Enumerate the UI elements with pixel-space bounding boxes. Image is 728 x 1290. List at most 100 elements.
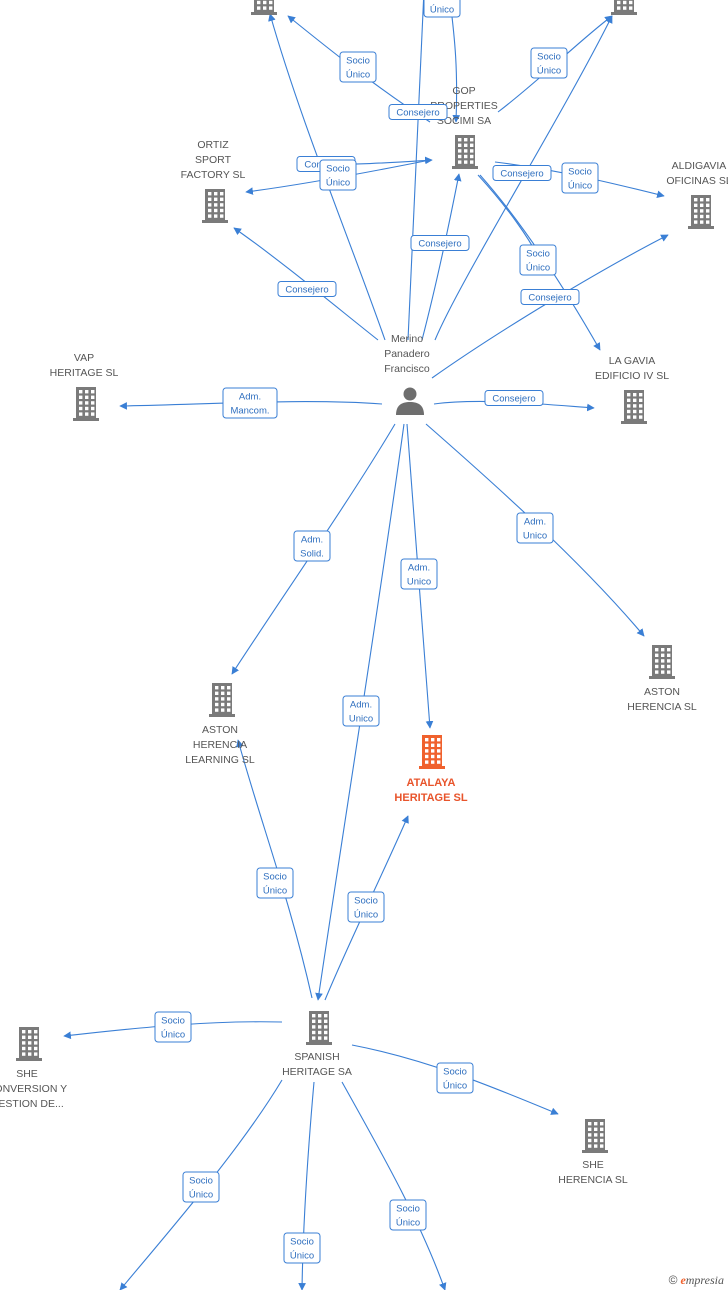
- relation-label-text: Consejero: [492, 394, 535, 405]
- relation-label[interactable]: Adm.Unico: [516, 512, 554, 544]
- company-name-line: HERENCIA SL: [627, 701, 697, 713]
- company-name-line: ALDIGAVIA: [672, 160, 727, 172]
- company-name-line: GOP: [452, 85, 475, 97]
- relation-label-text: Socio: [430, 0, 454, 2]
- building-icon: [16, 1027, 42, 1061]
- company-name-line: OFICINAS SL: [666, 175, 728, 187]
- relation-label[interactable]: Consejero: [410, 235, 470, 251]
- building-icon: [202, 189, 228, 223]
- relation-label-text: Consejero: [500, 169, 543, 180]
- relation-label[interactable]: Consejero: [492, 165, 552, 181]
- relation-label-box: [492, 165, 552, 181]
- relation-label-box: [423, 0, 461, 18]
- relation-label-box: [293, 530, 331, 562]
- company-name-line: SPORT: [195, 154, 232, 166]
- company-node-top-right[interactable]: [611, 0, 637, 15]
- relation-label[interactable]: Consejero: [277, 281, 337, 297]
- relation-label-text: Único: [326, 178, 350, 189]
- person-name-line: Panadero: [384, 348, 430, 360]
- relation-label-box: [277, 281, 337, 297]
- relation-label-box: [283, 1232, 321, 1264]
- relation-label-box: [319, 159, 357, 191]
- brand-initial: e: [680, 1273, 686, 1287]
- company-name-line: CONVERSION Y: [0, 1083, 67, 1095]
- company-node-aldigavia[interactable]: ALDIGAVIA OFICINAS SL: [666, 160, 728, 229]
- relation-label[interactable]: Consejero: [388, 104, 448, 120]
- relation-label-text: Socio: [568, 167, 592, 178]
- relation-label-box: [182, 1171, 220, 1203]
- labels-layer: SocioÚnicoSocioÚnicoConsejeroConsejeroSo…: [154, 0, 599, 1264]
- company-name-line: HERITAGE SA: [282, 1066, 352, 1078]
- building-icon: [306, 1011, 332, 1045]
- relation-label-text: Adm.: [301, 535, 323, 546]
- relation-label[interactable]: Adm.Unico: [400, 558, 438, 590]
- relation-label-box: [222, 387, 278, 419]
- relation-label-text: Único: [346, 70, 370, 81]
- building-icon: [621, 390, 647, 424]
- relation-label[interactable]: Consejero: [484, 390, 544, 406]
- relation-label-text: Socio: [396, 1204, 420, 1215]
- relation-label[interactable]: Adm.Mancom.: [222, 387, 278, 419]
- building-icon: [251, 0, 277, 15]
- person-name-line: Merino: [391, 333, 423, 345]
- relation-label[interactable]: Consejero: [520, 289, 580, 305]
- company-name-line: LA GAVIA: [609, 355, 656, 367]
- company-node-she-conv[interactable]: SHECONVERSION YGESTION DE...: [0, 1027, 67, 1110]
- brand-name: mpresia: [685, 1273, 724, 1287]
- company-name-line: HERENCIA SL: [558, 1174, 628, 1186]
- relation-label-text: Adm.: [408, 563, 430, 574]
- person-icon: [396, 387, 424, 415]
- relation-label-box: [561, 162, 599, 194]
- edge-3: [407, 0, 425, 341]
- building-icon: [419, 735, 445, 769]
- company-name-line: SOCIMI SA: [437, 115, 491, 127]
- company-name-line: EDIFICIO IV SL: [595, 370, 669, 382]
- company-node-lagavia[interactable]: LA GAVIA EDIFICIO IV SL: [595, 355, 669, 424]
- edge-24: [341, 1081, 447, 1290]
- building-icon: [649, 645, 675, 679]
- company-name-line: ORTIZ: [197, 139, 229, 151]
- relation-label-box: [519, 244, 557, 276]
- company-name-line: LEARNING SL: [185, 754, 255, 766]
- relation-label[interactable]: Adm.Solid.: [293, 530, 331, 562]
- relation-label-text: Socio: [326, 164, 350, 175]
- relation-label-text: Consejero: [396, 108, 439, 119]
- relation-label-box: [410, 235, 470, 251]
- relation-label[interactable]: Adm.Unico: [342, 695, 380, 727]
- relation-label-text: Socio: [443, 1067, 467, 1078]
- relation-label-text: Único: [263, 886, 287, 897]
- relation-label-text: Único: [430, 5, 454, 16]
- relation-label-text: Socio: [526, 249, 550, 260]
- relation-label-box: [339, 51, 377, 83]
- company-node-top-left[interactable]: [251, 0, 277, 15]
- company-name-line: HERITAGE SL: [394, 792, 467, 804]
- relation-label-text: Socio: [346, 56, 370, 67]
- edge-8: [421, 173, 462, 341]
- relation-label-text: Consejero: [528, 293, 571, 304]
- relation-label-text: Único: [526, 263, 550, 274]
- company-name-line: VAP: [74, 352, 94, 364]
